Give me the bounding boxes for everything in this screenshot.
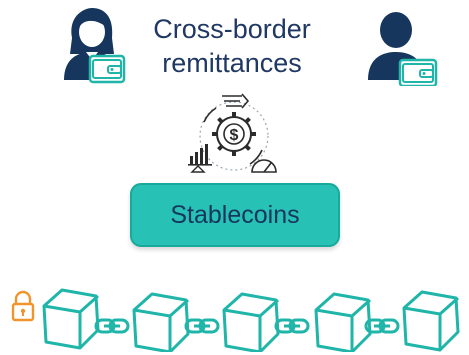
stablecoins-label: Stablecoins <box>170 200 300 229</box>
stablecoins-box: Stablecoins <box>130 183 340 247</box>
padlock-icon <box>10 290 36 322</box>
gear-dollar-cycle-icon: $ <box>182 92 286 178</box>
woman-with-wallet-icon <box>62 8 126 84</box>
man-with-wallet-icon <box>368 10 440 86</box>
svg-text:$: $ <box>230 127 239 144</box>
diagram-title: Cross-border remittances <box>134 12 330 80</box>
title-line-1: Cross-border <box>153 14 311 44</box>
title-line-2: remittances <box>162 48 302 78</box>
blockchain-icon <box>40 286 466 352</box>
